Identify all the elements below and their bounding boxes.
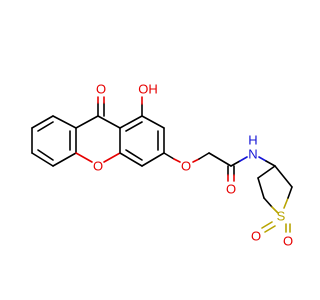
bond <box>141 152 165 167</box>
bond <box>163 152 175 160</box>
bond <box>263 197 273 208</box>
bond <box>271 206 279 214</box>
bond <box>75 152 93 163</box>
bond <box>208 152 232 167</box>
bond-double-inner <box>125 121 143 132</box>
bond-double-inner <box>125 149 143 161</box>
central-pyranone-ring <box>75 96 121 163</box>
atom-labels: O OH O O O N H S O O <box>93 82 293 249</box>
bond <box>75 115 99 129</box>
bond <box>230 160 241 167</box>
bond <box>192 158 200 163</box>
amide-nitrogen-label: N <box>248 147 257 162</box>
bond <box>173 158 181 163</box>
sulfonyl-oxygen-label-2: O <box>283 234 293 249</box>
bond <box>198 152 210 160</box>
bond <box>97 115 121 129</box>
bond <box>239 156 248 162</box>
ring-oxygen-label: O <box>93 159 103 174</box>
molecule-structure-diagram: O OH O O O N H S O O <box>31 82 293 249</box>
bond <box>31 115 54 129</box>
bond <box>258 156 267 162</box>
hydroxyl-label: OH <box>138 82 158 97</box>
bond <box>119 115 143 129</box>
bond <box>274 165 293 188</box>
amide-hydrogen-label: H <box>248 133 257 148</box>
amide-oxygen-label: O <box>226 182 236 197</box>
bond <box>261 221 273 229</box>
bond <box>52 115 77 129</box>
bond <box>52 152 77 167</box>
bond-double-inner <box>37 121 54 132</box>
sulfur-label: S <box>277 209 286 224</box>
sulfonyl-oxygen-label-1: O <box>251 229 261 244</box>
bond <box>264 225 276 233</box>
ether-oxygen-label: O <box>181 159 191 174</box>
bond <box>141 115 165 129</box>
bond <box>283 197 289 209</box>
bond <box>103 152 121 163</box>
left-benzene-ring <box>31 115 77 167</box>
right-benzene-ring <box>119 96 181 167</box>
carbonyl-oxygen-label: O <box>96 82 106 97</box>
bond <box>265 160 276 167</box>
bond <box>257 165 276 179</box>
acetamide-linker <box>192 152 276 182</box>
bond <box>119 152 143 167</box>
bond-double-inner <box>37 149 54 161</box>
bond <box>257 177 265 199</box>
bond <box>287 186 293 199</box>
bond <box>31 152 54 167</box>
sulfolane-ring <box>257 165 293 233</box>
